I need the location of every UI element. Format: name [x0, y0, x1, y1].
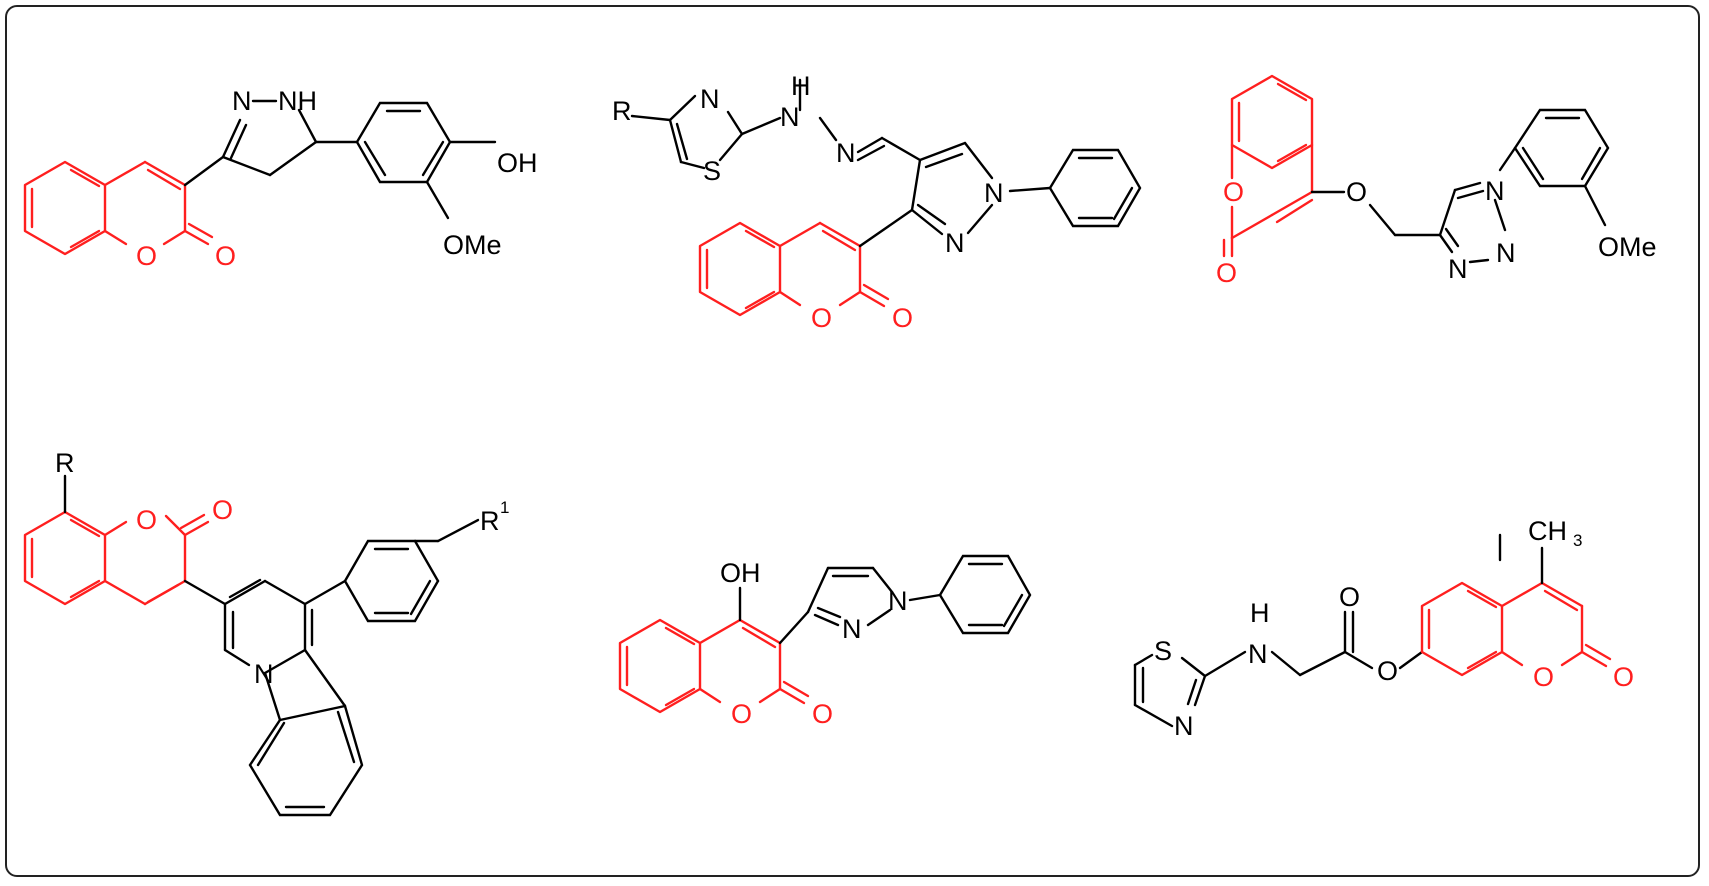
- m1-label-nh: NH: [278, 86, 317, 116]
- m6-label-amine-n: N: [1248, 639, 1268, 669]
- m5-atom-labels: OH N N O O: [720, 558, 908, 729]
- m5-label-carbonyl-o: O: [812, 699, 833, 729]
- m5-bonds: [738, 554, 1032, 645]
- m6-bonds: [1133, 533, 1502, 728]
- m6-label-thiazole-s: S: [1154, 636, 1172, 666]
- m4-label-r1-superscript: 1: [500, 498, 509, 517]
- m5-label-ring-o: O: [731, 699, 752, 729]
- m4-coumarin-core: [23, 510, 210, 606]
- m6-label-ch: CH: [1528, 516, 1567, 546]
- m6-coumarin-core: [1420, 581, 1612, 677]
- m1-label-ring-o: O: [136, 241, 157, 271]
- molecule-5: OH N N O O: [618, 554, 1032, 729]
- m5-coumarin-core: [618, 618, 810, 714]
- m4-label-r: R: [55, 448, 75, 478]
- m2-atom-labels: R N S N H N N N O O: [612, 71, 1004, 333]
- m3-label-ring-o: O: [1223, 177, 1244, 207]
- m4-label-r1: R: [480, 506, 500, 536]
- molecule-1: N NH OH OMe O O: [23, 86, 538, 271]
- m3-bonds: [1310, 108, 1610, 264]
- figure-frame: [5, 5, 1700, 877]
- m2-label-ring-o: O: [811, 303, 832, 333]
- m2-label-thiazole-n: N: [700, 84, 720, 114]
- m6-label-ch3-subscript: 3: [1573, 531, 1582, 550]
- m3-label-ether-o: O: [1346, 177, 1367, 207]
- m1-label-carbonyl-o: O: [215, 241, 236, 271]
- m4-label-ring-o: O: [136, 505, 157, 535]
- m3-label-carbonyl-o: O: [1216, 258, 1237, 288]
- m1-label-n: N: [232, 86, 252, 116]
- m5-label-oh: OH: [720, 558, 761, 588]
- m1-label-ome: OMe: [443, 230, 502, 260]
- molecule-4: R O O R 1 N: [23, 448, 509, 817]
- m2-label-pyrazole-n1: N: [984, 178, 1004, 208]
- m3-label-triazole-n2: N: [1496, 238, 1516, 268]
- m2-label-imine-n: N: [836, 138, 856, 168]
- molecule-3: O O O N N N OMe: [1216, 74, 1657, 288]
- m6-label-carbonyl-o: O: [1339, 582, 1360, 612]
- m2-label-h: H: [791, 71, 811, 101]
- molecule-6: CH 3 S N H N O O O O: [1133, 516, 1634, 741]
- m6-label-ester-o: O: [1377, 656, 1398, 686]
- m6-label-ring-o: O: [1533, 662, 1554, 692]
- m3-atom-labels: O O O N N N OMe: [1216, 176, 1657, 288]
- m4-atom-labels: R O O R 1 N: [55, 448, 509, 689]
- m5-label-pyrazole-n2: N: [842, 614, 862, 644]
- m3-label-triazole-n1: N: [1485, 176, 1505, 206]
- m4-label-pyridine-n: N: [254, 659, 274, 689]
- m2-coumarin-core: [698, 221, 890, 317]
- m6-label-lactone-o: O: [1613, 662, 1634, 692]
- m1-bonds: [183, 99, 497, 220]
- m6-atom-labels: CH 3 S N H N O O O O: [1154, 516, 1634, 741]
- m2-label-nh-n: N: [780, 102, 800, 132]
- m2-label-r: R: [612, 96, 632, 126]
- m6-label-h: H: [1250, 598, 1270, 628]
- m2-bonds: [630, 78, 1142, 236]
- m1-label-oh: OH: [497, 148, 538, 178]
- m3-coumarin-core: [1222, 74, 1314, 258]
- m2-label-thiazole-s: S: [703, 156, 721, 186]
- m2-label-pyrazole-n2: N: [945, 228, 965, 258]
- m6-label-thiazole-n: N: [1174, 711, 1194, 741]
- m5-label-pyrazole-n1: N: [888, 586, 908, 616]
- m3-label-triazole-n3: N: [1448, 254, 1468, 284]
- m2-label-carbonyl-o: O: [892, 303, 913, 333]
- m1-atom-labels: N NH OH OMe O O: [136, 86, 538, 271]
- m2-link-bond: [858, 208, 914, 248]
- m3-label-ome: OMe: [1598, 232, 1657, 262]
- molecule-2: R N S N H N N N O O: [612, 71, 1142, 333]
- m4-label-carbonyl-o: O: [212, 495, 233, 525]
- m1-coumarin-core: [23, 160, 214, 256]
- m4-bonds: [63, 474, 480, 817]
